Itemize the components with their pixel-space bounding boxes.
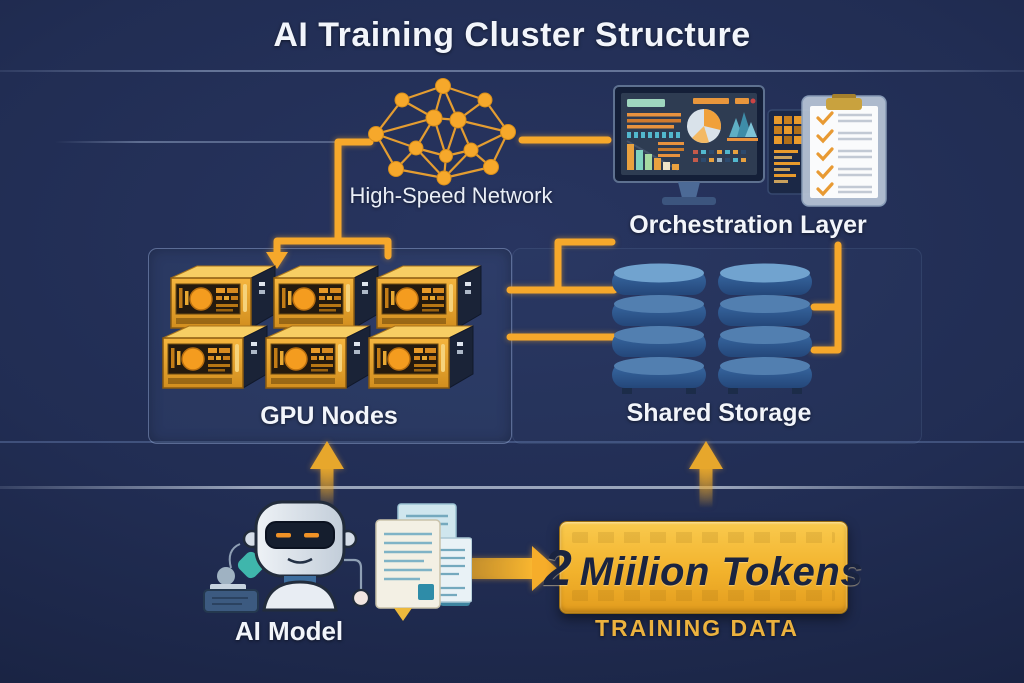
tablet-icon bbox=[767, 109, 813, 195]
network-label: High-Speed Network bbox=[349, 183, 553, 208]
token-glyph-row bbox=[572, 590, 835, 601]
page-title: AI Training Cluster Structure bbox=[273, 16, 751, 54]
shared-storage-group bbox=[612, 263, 812, 394]
robot-icon bbox=[203, 500, 371, 613]
token-value: 2 bbox=[543, 539, 572, 596]
background-seam-left bbox=[55, 141, 338, 143]
token-glyph-row bbox=[572, 532, 835, 543]
document-bookmark bbox=[418, 584, 434, 600]
orchestration-label: Orchestration Layer bbox=[629, 211, 867, 239]
robot-eye bbox=[304, 533, 319, 538]
gpu-server-icon bbox=[265, 325, 371, 389]
title-divider bbox=[0, 70, 1024, 72]
clipboard-checklist-icon bbox=[767, 94, 887, 207]
ai-model-label: AI Model bbox=[234, 616, 344, 646]
documents-icon bbox=[375, 503, 472, 621]
gpu-server-icon bbox=[273, 265, 379, 329]
background-seam-lower bbox=[0, 486, 1024, 489]
robot-smile bbox=[287, 557, 313, 564]
database-stack-icon bbox=[612, 263, 706, 394]
gpu-server-icon bbox=[170, 265, 276, 329]
robot-eye bbox=[276, 533, 291, 538]
network-mesh-icon bbox=[368, 78, 516, 186]
dashboard-monitor-icon bbox=[613, 85, 765, 205]
document-ribbon bbox=[394, 608, 412, 621]
robot-visor bbox=[265, 521, 335, 549]
gpu-server-icon bbox=[368, 325, 474, 389]
database-stack-icon bbox=[718, 263, 812, 394]
token-unit: Miilion Tokens bbox=[579, 549, 864, 594]
robot-orb bbox=[217, 567, 235, 585]
gpu-nodes-label: GPU Nodes bbox=[260, 402, 398, 430]
up-arrow-to-storage bbox=[689, 441, 723, 508]
gpu-server-icon bbox=[376, 265, 482, 329]
flow-arrow-to-tokens bbox=[458, 546, 557, 591]
monitor-stand bbox=[678, 182, 700, 198]
gpu-server-icon bbox=[162, 325, 268, 389]
shared-storage-label: Shared Storage bbox=[626, 399, 812, 427]
robot-hand bbox=[351, 588, 371, 608]
training-data-label: TRAINING DATA bbox=[594, 615, 799, 641]
